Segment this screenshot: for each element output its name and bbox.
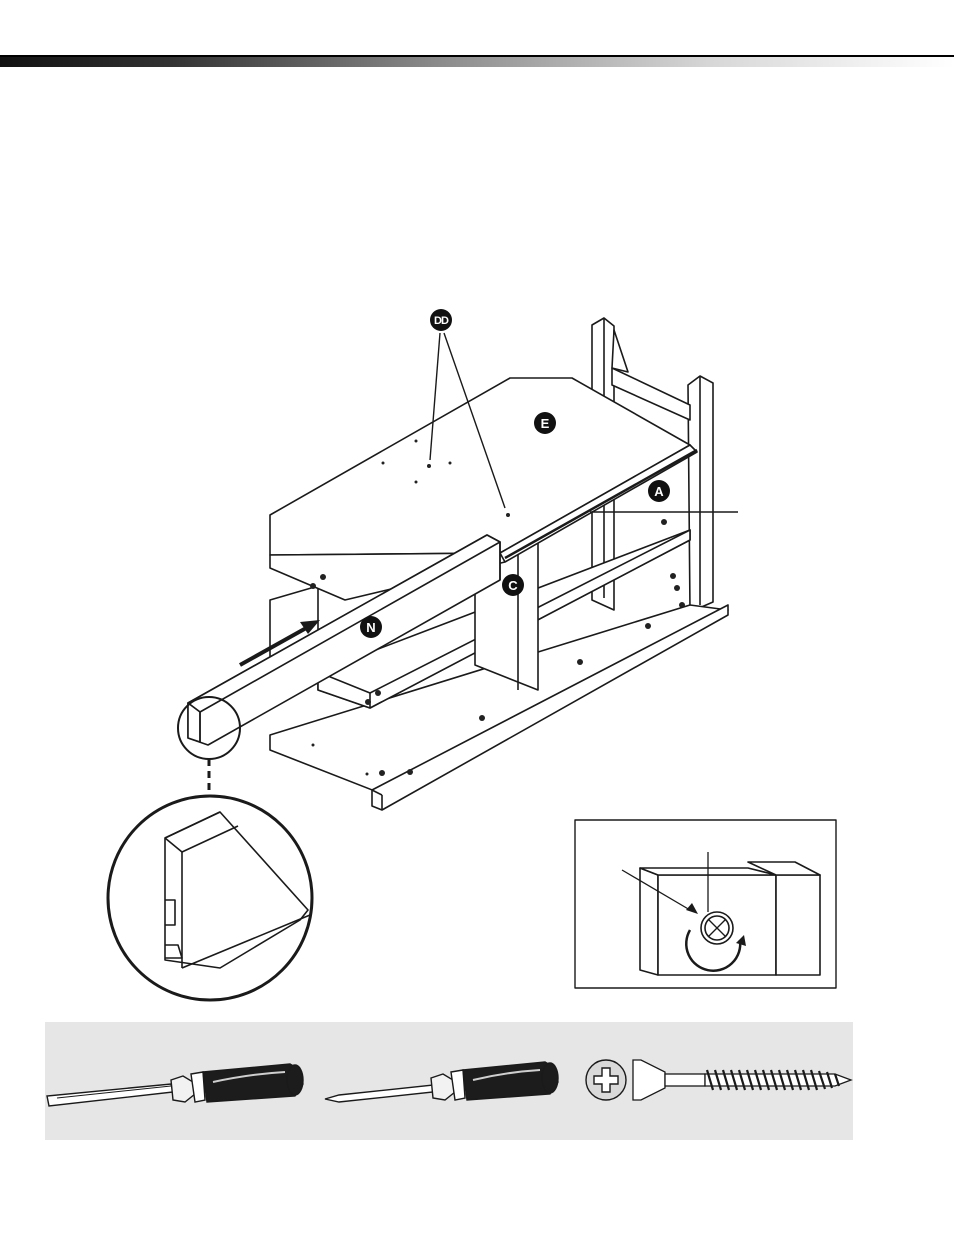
flat-screwdriver-icon (47, 1064, 303, 1106)
svg-text:A: A (654, 484, 664, 499)
label-a: A (648, 480, 670, 502)
svg-text:E: E (541, 416, 550, 431)
svg-text:C: C (508, 578, 518, 593)
phillips-head-icon (586, 1060, 626, 1100)
svg-text:DD: DD (434, 315, 449, 327)
tools-band (45, 1022, 853, 1140)
label-dd: DD (430, 309, 452, 331)
label-c: C (502, 574, 524, 596)
phillips-screwdriver-icon (325, 1062, 558, 1102)
wood-screw-icon (633, 1060, 851, 1100)
svg-text:N: N (366, 620, 375, 635)
label-n: N (360, 616, 382, 638)
label-e: E (534, 412, 556, 434)
screw-detail-inset (575, 820, 836, 988)
detail-magnified-circle (108, 796, 312, 1000)
